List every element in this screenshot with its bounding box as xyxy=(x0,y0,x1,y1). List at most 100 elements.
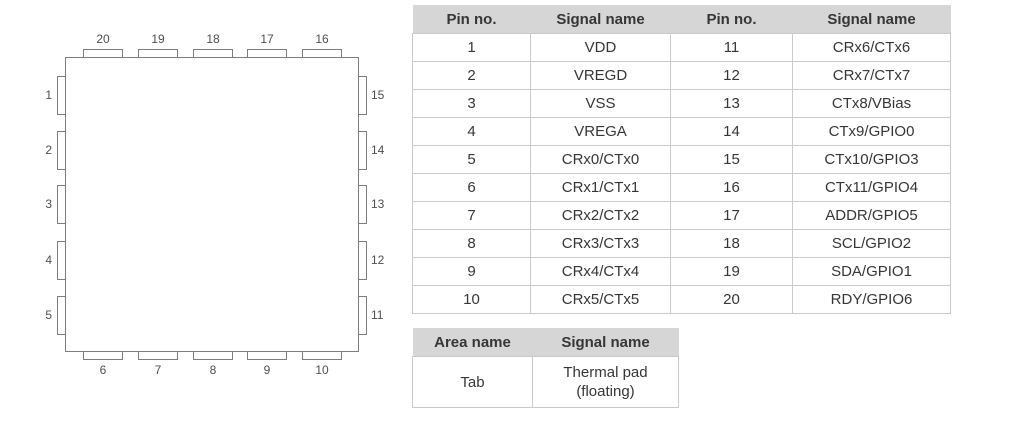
chip-pin xyxy=(193,49,233,58)
pin-table-cell: 16 xyxy=(670,173,793,202)
chip-pin-label: 8 xyxy=(209,363,217,377)
chip-pin-label: 12 xyxy=(371,253,385,267)
chip-pin xyxy=(57,241,66,280)
pin-table-cell: 20 xyxy=(670,285,793,314)
pin-table-cell: CRx7/CTx7 xyxy=(792,61,951,90)
chip-pin xyxy=(138,49,178,58)
pin-table-cell: CRx5/CTx5 xyxy=(530,285,671,314)
pin-table-cell: CRx3/CTx3 xyxy=(530,229,671,258)
pin-table-cell: CRx1/CTx1 xyxy=(530,173,671,202)
pin-table-cell: 5 xyxy=(412,145,531,174)
chip-pin xyxy=(193,351,233,360)
pin-table-cell: 17 xyxy=(670,201,793,230)
pin-table-cell: 9 xyxy=(412,257,531,286)
chip-pin-label: 20 xyxy=(96,32,110,46)
pin-table-cell: CTx9/GPIO0 xyxy=(792,117,951,146)
area-table-cell: Thermal pad (floating) xyxy=(532,356,679,408)
area-table-header-cell: Signal name xyxy=(532,328,679,357)
chip-pin-label: 17 xyxy=(260,32,274,46)
chip-pin xyxy=(83,351,123,360)
chip-pin xyxy=(358,185,367,224)
pin-table-cell: 14 xyxy=(670,117,793,146)
chip-pin-label: 16 xyxy=(315,32,329,46)
chip-pin-label: 6 xyxy=(99,363,107,377)
chip-pin-label: 1 xyxy=(45,88,52,102)
pin-table-cell: 8 xyxy=(412,229,531,258)
pin-table-cell: SDA/GPIO1 xyxy=(792,257,951,286)
chip-pin xyxy=(302,49,342,58)
chip-pin-label: 3 xyxy=(45,197,52,211)
pin-table-cell: 12 xyxy=(670,61,793,90)
area-table-header-cell: Area name xyxy=(412,328,533,357)
pin-table-cell: RDY/GPIO6 xyxy=(792,285,951,314)
pin-table-cell: 2 xyxy=(412,61,531,90)
pin-table-cell: 11 xyxy=(670,33,793,62)
chip-pin-label: 7 xyxy=(154,363,162,377)
chip-pin xyxy=(358,296,367,335)
pin-table-cell: 4 xyxy=(412,117,531,146)
chip-pin-label: 13 xyxy=(371,197,385,211)
pin-table-cell: CRx6/CTx6 xyxy=(792,33,951,62)
pin-table-cell: ADDR/GPIO5 xyxy=(792,201,951,230)
pin-table-cell: 6 xyxy=(412,173,531,202)
chip-pin-label: 15 xyxy=(371,88,385,102)
chip-pin-label: 2 xyxy=(45,143,52,157)
chip-pin-label: 19 xyxy=(151,32,165,46)
chip-pin xyxy=(57,296,66,335)
chip-pin xyxy=(358,131,367,170)
pin-table-cell: VREGA xyxy=(530,117,671,146)
pin-table-cell: 13 xyxy=(670,89,793,118)
pin-table-cell: 7 xyxy=(412,201,531,230)
chip-pin-label: 11 xyxy=(371,308,384,322)
pin-table-cell: CRx0/CTx0 xyxy=(530,145,671,174)
chip-pin xyxy=(358,241,367,280)
chip-pin-label: 10 xyxy=(315,363,329,377)
chip-pin-label: 4 xyxy=(45,253,52,267)
pin-table-cell: 3 xyxy=(412,89,531,118)
pin-table-cell: 15 xyxy=(670,145,793,174)
pin-table-cell: CTx10/GPIO3 xyxy=(792,145,951,174)
pin-table-cell: CRx4/CTx4 xyxy=(530,257,671,286)
chip-body xyxy=(65,57,359,352)
chip-pin xyxy=(302,351,342,360)
chip-pin xyxy=(57,185,66,224)
chip-pin xyxy=(247,49,287,58)
pin-table-cell: 1 xyxy=(412,33,531,62)
chip-pin xyxy=(83,49,123,58)
pin-table-cell: VREGD xyxy=(530,61,671,90)
area-table-cell: Tab xyxy=(412,356,533,408)
chip-pin xyxy=(57,131,66,170)
pin-table-header-cell: Signal name xyxy=(792,5,951,34)
pin-table-cell: 19 xyxy=(670,257,793,286)
chip-pin xyxy=(247,351,287,360)
chip-pin-label: 18 xyxy=(206,32,220,46)
chip-pin xyxy=(138,351,178,360)
pin-table-cell: 18 xyxy=(670,229,793,258)
pin-table-header-cell: Pin no. xyxy=(412,5,531,34)
pin-table-cell: CTx11/GPIO4 xyxy=(792,173,951,202)
pin-table-cell: VDD xyxy=(530,33,671,62)
pin-table-cell: SCL/GPIO2 xyxy=(792,229,951,258)
pin-table-cell: CRx2/CTx2 xyxy=(530,201,671,230)
pin-table-header-cell: Pin no. xyxy=(670,5,793,34)
chip-pin-label: 5 xyxy=(45,308,52,322)
pin-table-cell: 10 xyxy=(412,285,531,314)
